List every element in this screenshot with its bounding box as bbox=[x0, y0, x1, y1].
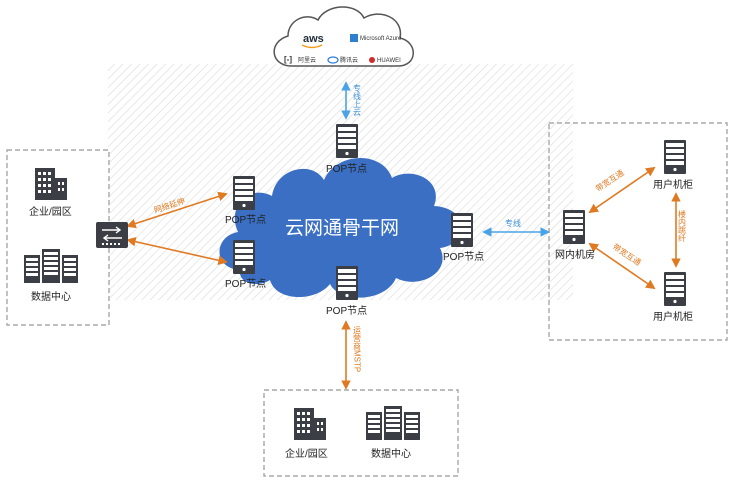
huawei-logo: HUAWEI bbox=[377, 58, 401, 64]
bottom-datacenter-label: 数据中心 bbox=[371, 447, 411, 460]
pop-bottom-server-icon bbox=[336, 266, 358, 300]
pop-top-label: POP节点 bbox=[326, 163, 367, 175]
public-cloud: aws Microsoft Azure [-] 阿里云 腾讯云 HUAWEI bbox=[273, 6, 414, 67]
idc-room-server-icon bbox=[563, 210, 585, 244]
idc-room-label: 网内机房 bbox=[555, 248, 595, 261]
cross-connect-top-link bbox=[588, 166, 656, 214]
pop-left-upper-server-icon bbox=[233, 176, 255, 210]
cabinet-link-label: 楼内跳纤 bbox=[678, 209, 687, 243]
right-link-label: 专线 bbox=[505, 218, 521, 228]
left-site-box bbox=[6, 149, 110, 326]
cabinet-bottom-server-icon bbox=[664, 272, 686, 306]
cabinet-bottom-label: 用户机柜 bbox=[653, 310, 693, 323]
cloud-link-label: 专线上云 bbox=[353, 83, 362, 117]
left-enterprise-label: 企业/园区 bbox=[29, 205, 72, 218]
cabinet-top-label: 用户机柜 bbox=[653, 178, 693, 191]
bottom-enterprise-label: 企业/园区 bbox=[285, 447, 328, 460]
cross-connect-bottom-label: 带宽互通 bbox=[611, 241, 643, 267]
aws-smile-icon bbox=[301, 44, 323, 49]
pop-left-lower-label: POP节点 bbox=[225, 278, 266, 290]
azure-logo: Microsoft Azure bbox=[360, 36, 402, 42]
pop-left-upper-label: POP节点 bbox=[225, 214, 266, 226]
left-upper-link bbox=[126, 191, 228, 229]
tencent-cloud-icon bbox=[327, 56, 339, 64]
pop-right-label: POP节点 bbox=[443, 251, 484, 263]
left-lower-link bbox=[126, 236, 228, 266]
pop-right-server-icon bbox=[451, 213, 473, 247]
tencent-logo: 腾讯云 bbox=[340, 56, 358, 64]
backbone-cloud: 云网通骨干网 bbox=[219, 157, 462, 298]
pop-left-lower-server-icon bbox=[233, 240, 255, 274]
left-datacenter-icon bbox=[24, 249, 78, 283]
bottom-enterprise-building-icon bbox=[294, 408, 326, 440]
router-icon bbox=[96, 222, 128, 248]
cross-connect-bottom-link bbox=[588, 242, 656, 290]
bottom-site-box bbox=[263, 389, 459, 477]
aliyun-logo: 阿里云 bbox=[298, 56, 316, 64]
bottom-datacenter-icon bbox=[366, 406, 420, 440]
aliyun-bracket-icon: [-] bbox=[284, 55, 292, 64]
left-datacenter-label: 数据中心 bbox=[31, 290, 71, 303]
pop-bottom-label: POP节点 bbox=[326, 305, 367, 317]
backbone-title: 云网通骨干网 bbox=[285, 217, 399, 239]
left-enterprise-building-icon bbox=[35, 168, 67, 200]
huawei-flower-icon bbox=[369, 57, 375, 63]
aws-logo: aws bbox=[303, 33, 324, 45]
azure-flag-icon bbox=[350, 34, 358, 42]
pop-top-server-icon bbox=[336, 124, 358, 158]
cabinet-top-server-icon bbox=[664, 140, 686, 174]
cross-connect-top-label: 带宽互通 bbox=[594, 167, 626, 193]
bottom-link-label: 运营商MSTP bbox=[353, 326, 362, 372]
